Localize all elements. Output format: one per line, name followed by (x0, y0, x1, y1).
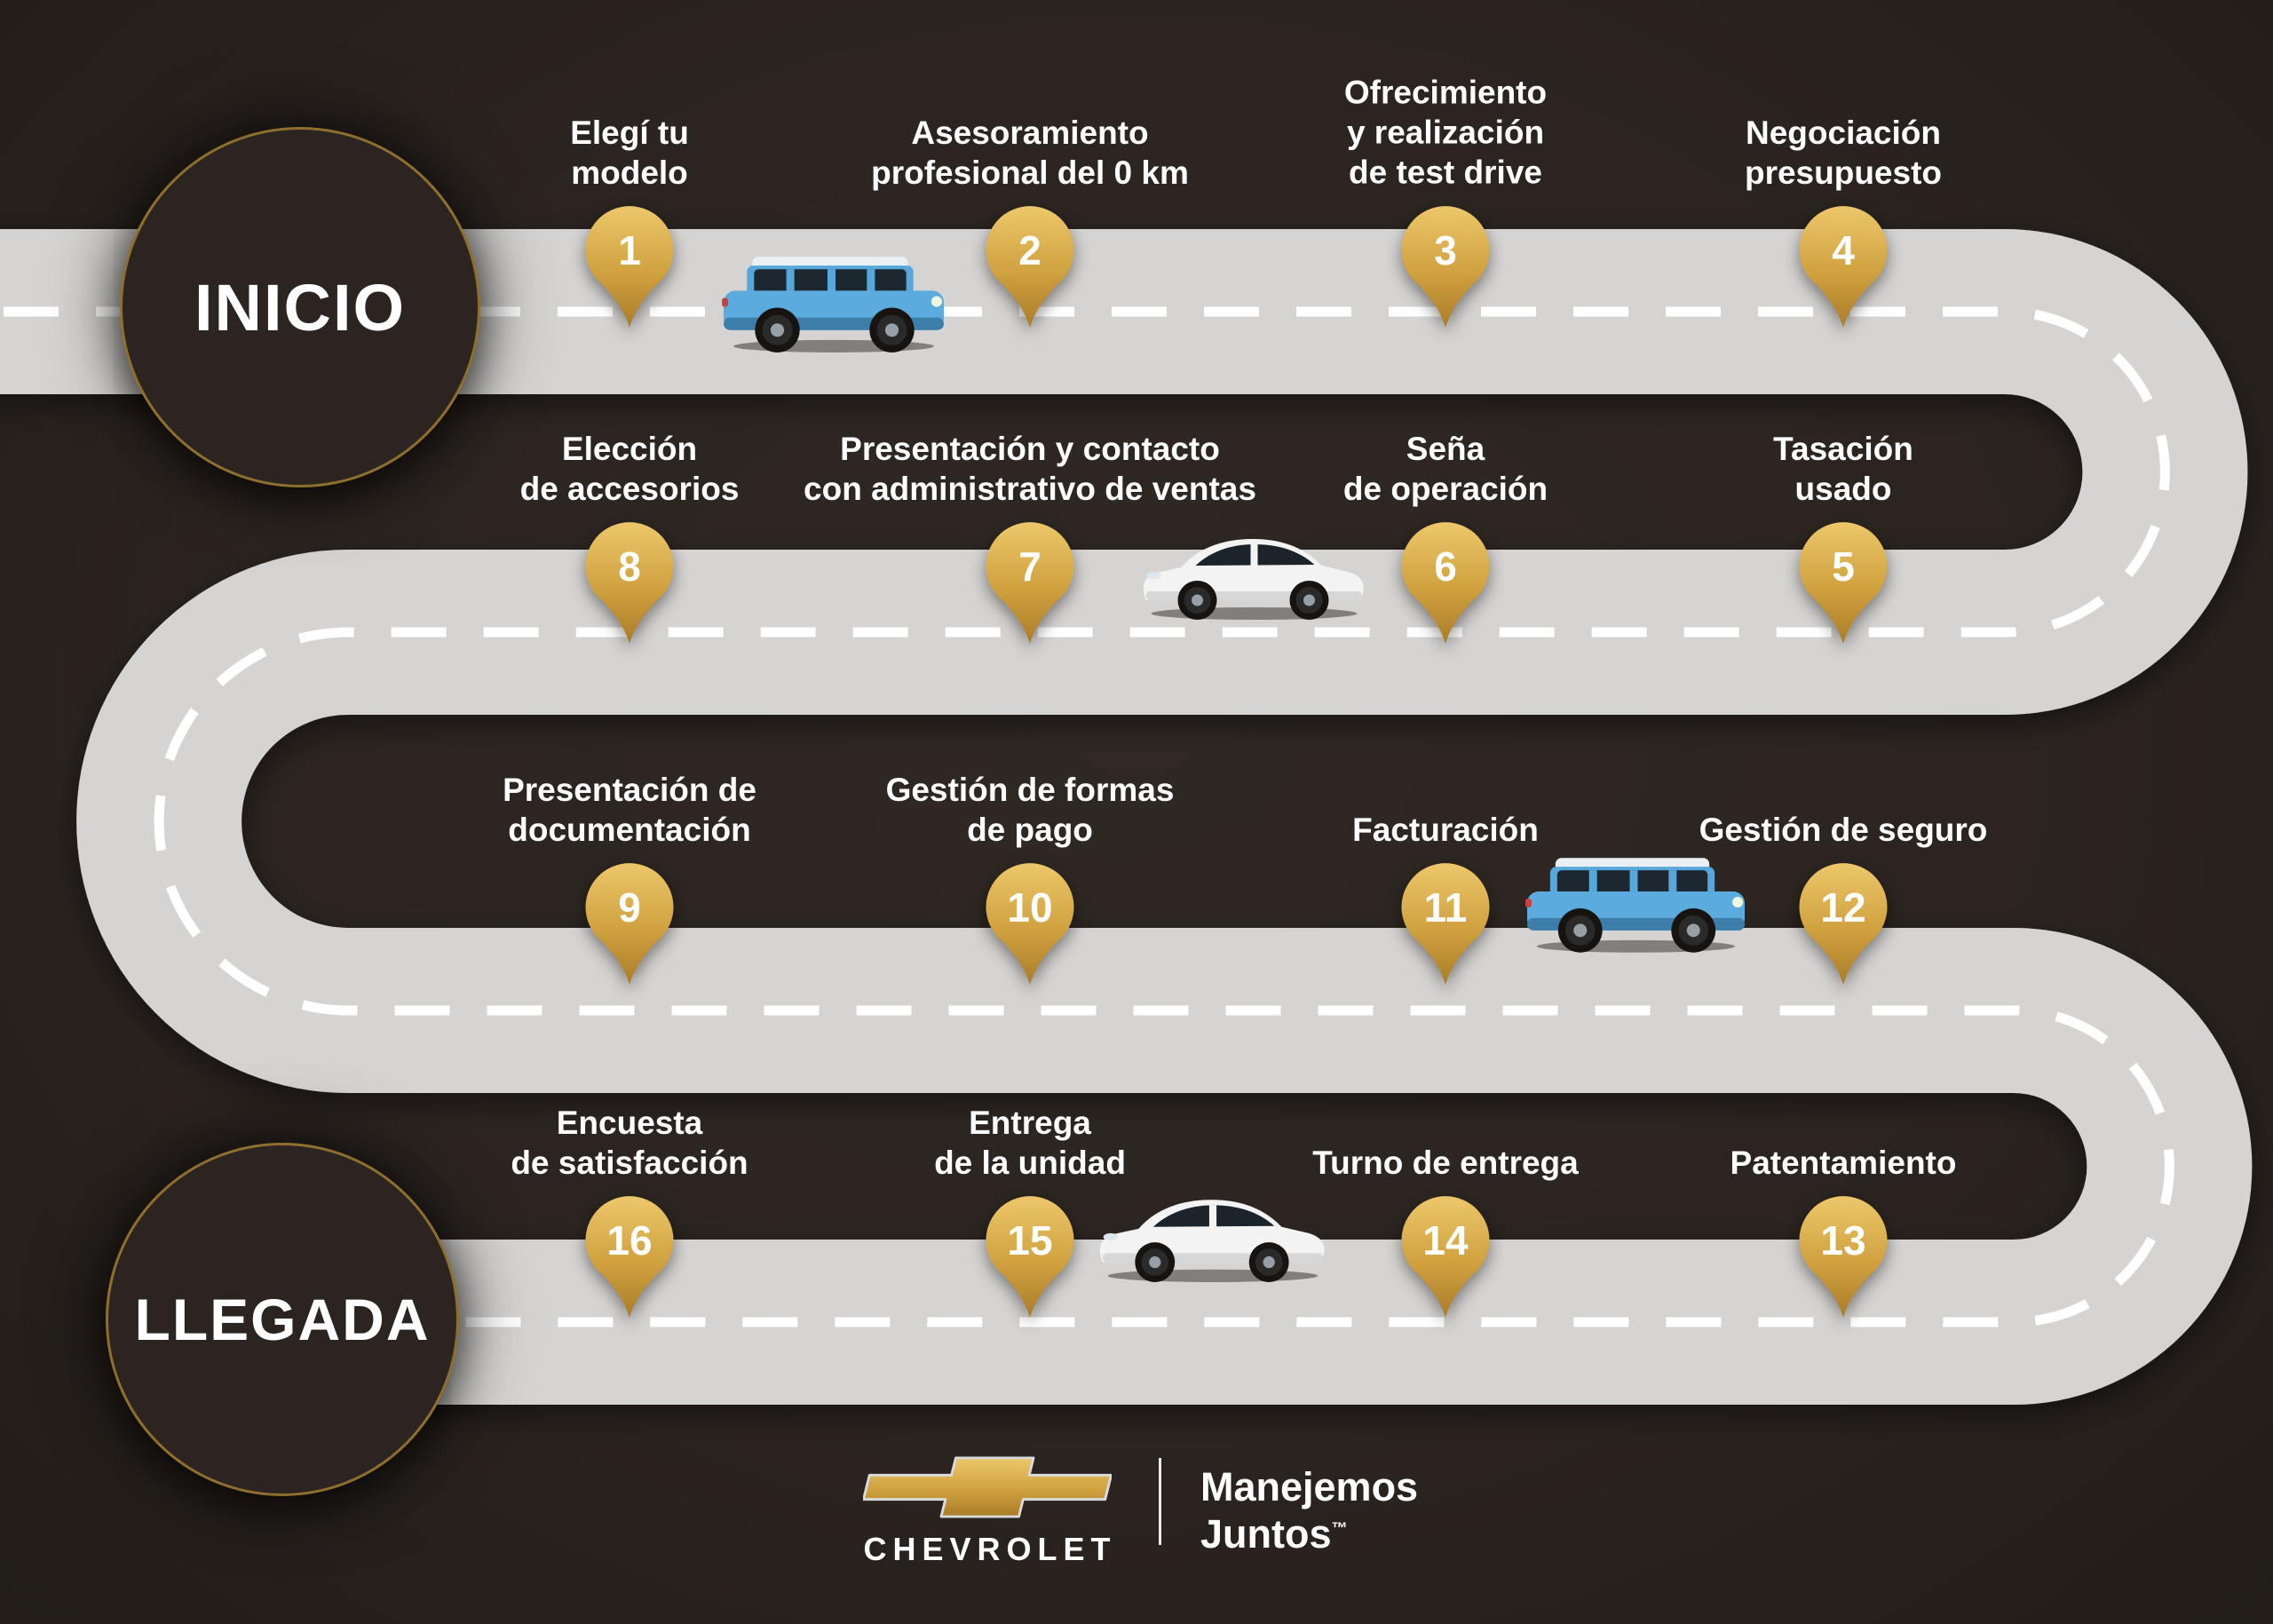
svg-text:9: 9 (618, 884, 641, 931)
step-pin-icon-2: 2 (986, 206, 1074, 328)
step-label-1: Elegí tu modelo (570, 114, 689, 191)
svg-text:2: 2 (1018, 227, 1041, 273)
step-label-14: Turno de entrega (1312, 1144, 1579, 1181)
step-label-10: Gestión de formas de pago (885, 771, 1175, 848)
step-pin-icon-15: 15 (986, 1196, 1074, 1318)
svg-text:13: 13 (1820, 1217, 1865, 1264)
tagline-line1: Manejemos (1200, 1464, 1419, 1509)
step-label-6: Seña de operación (1342, 430, 1548, 507)
svg-text:7: 7 (1018, 543, 1041, 590)
step-label-8: Elección de accesorios (519, 430, 740, 507)
step-label-13: Patentamiento (1730, 1144, 1957, 1181)
road-center-dashes (0, 306, 2174, 1327)
svg-text:16: 16 (606, 1217, 652, 1264)
svg-text:3: 3 (1434, 227, 1457, 273)
step-label-16: Encuesta de satisfacción (511, 1104, 748, 1181)
step-pin-icon-5: 5 (1799, 522, 1888, 644)
step-label-4: Negociación presupuesto (1744, 114, 1943, 191)
trademark-symbol: ™ (1331, 1519, 1348, 1538)
end-label: LLEGADA (134, 1287, 431, 1352)
tagline-line2: Juntos (1200, 1511, 1332, 1557)
svg-text:15: 15 (1007, 1217, 1052, 1264)
step-pin-icon-16: 16 (585, 1196, 674, 1318)
step-label-15: Entrega de la unidad (934, 1104, 1126, 1181)
start-circle: INICIO (120, 127, 480, 487)
step-pin-icon-11: 11 (1401, 863, 1490, 985)
svg-text:10: 10 (1007, 884, 1052, 931)
svg-text:6: 6 (1434, 543, 1457, 590)
svg-text:5: 5 (1832, 543, 1855, 590)
brand-tagline: Manejemos Juntos™ (1200, 1463, 1418, 1557)
chevrolet-bowtie-icon (863, 1456, 1112, 1518)
step-pin-icon-12: 12 (1799, 863, 1888, 985)
step-pin-icon-8: 8 (585, 522, 674, 644)
svg-text:12: 12 (1820, 884, 1865, 931)
svg-text:4: 4 (1832, 227, 1855, 273)
white-hatchback-illustration (1099, 1200, 1325, 1282)
step-label-3: Ofrecimiento y realización de test drive (1343, 74, 1548, 191)
svg-text:14: 14 (1422, 1217, 1469, 1264)
step-pin-icon-1: 1 (585, 206, 674, 328)
chevrolet-wordmark: CHEVROLET (863, 1531, 1117, 1567)
step-label-5: Tasación usado (1773, 430, 1913, 507)
start-label: INICIO (194, 270, 407, 345)
white-hatchback-illustration (1143, 539, 1364, 620)
step-pin-icon-9: 9 (585, 863, 674, 985)
step-pin-icon-6: 6 (1401, 522, 1490, 644)
step-label-2: Asesoramiento profesional del 0 km (871, 114, 1189, 191)
step-pin-icon-14: 14 (1401, 1196, 1490, 1318)
step-pin-icon-10: 10 (986, 863, 1074, 985)
blue-suv-illustration (722, 257, 944, 353)
step-label-12: Gestión de seguro (1699, 811, 1988, 848)
step-pin-icon-7: 7 (986, 522, 1074, 644)
blue-suv-illustration (1525, 858, 1746, 953)
step-label-9: Presentación de documentación (503, 771, 756, 848)
step-label-7: Presentación y contacto con administrati… (804, 430, 1256, 507)
svg-text:11: 11 (1424, 884, 1468, 931)
step-pin-icon-3: 3 (1401, 206, 1490, 328)
step-pin-icon-13: 13 (1799, 1196, 1888, 1318)
footer-divider (1159, 1458, 1161, 1545)
end-circle: LLEGADA (106, 1143, 459, 1496)
svg-text:8: 8 (618, 543, 641, 590)
step-pin-icon-4: 4 (1799, 206, 1888, 328)
step-label-11: Facturación (1352, 811, 1539, 848)
svg-text:1: 1 (618, 227, 641, 273)
